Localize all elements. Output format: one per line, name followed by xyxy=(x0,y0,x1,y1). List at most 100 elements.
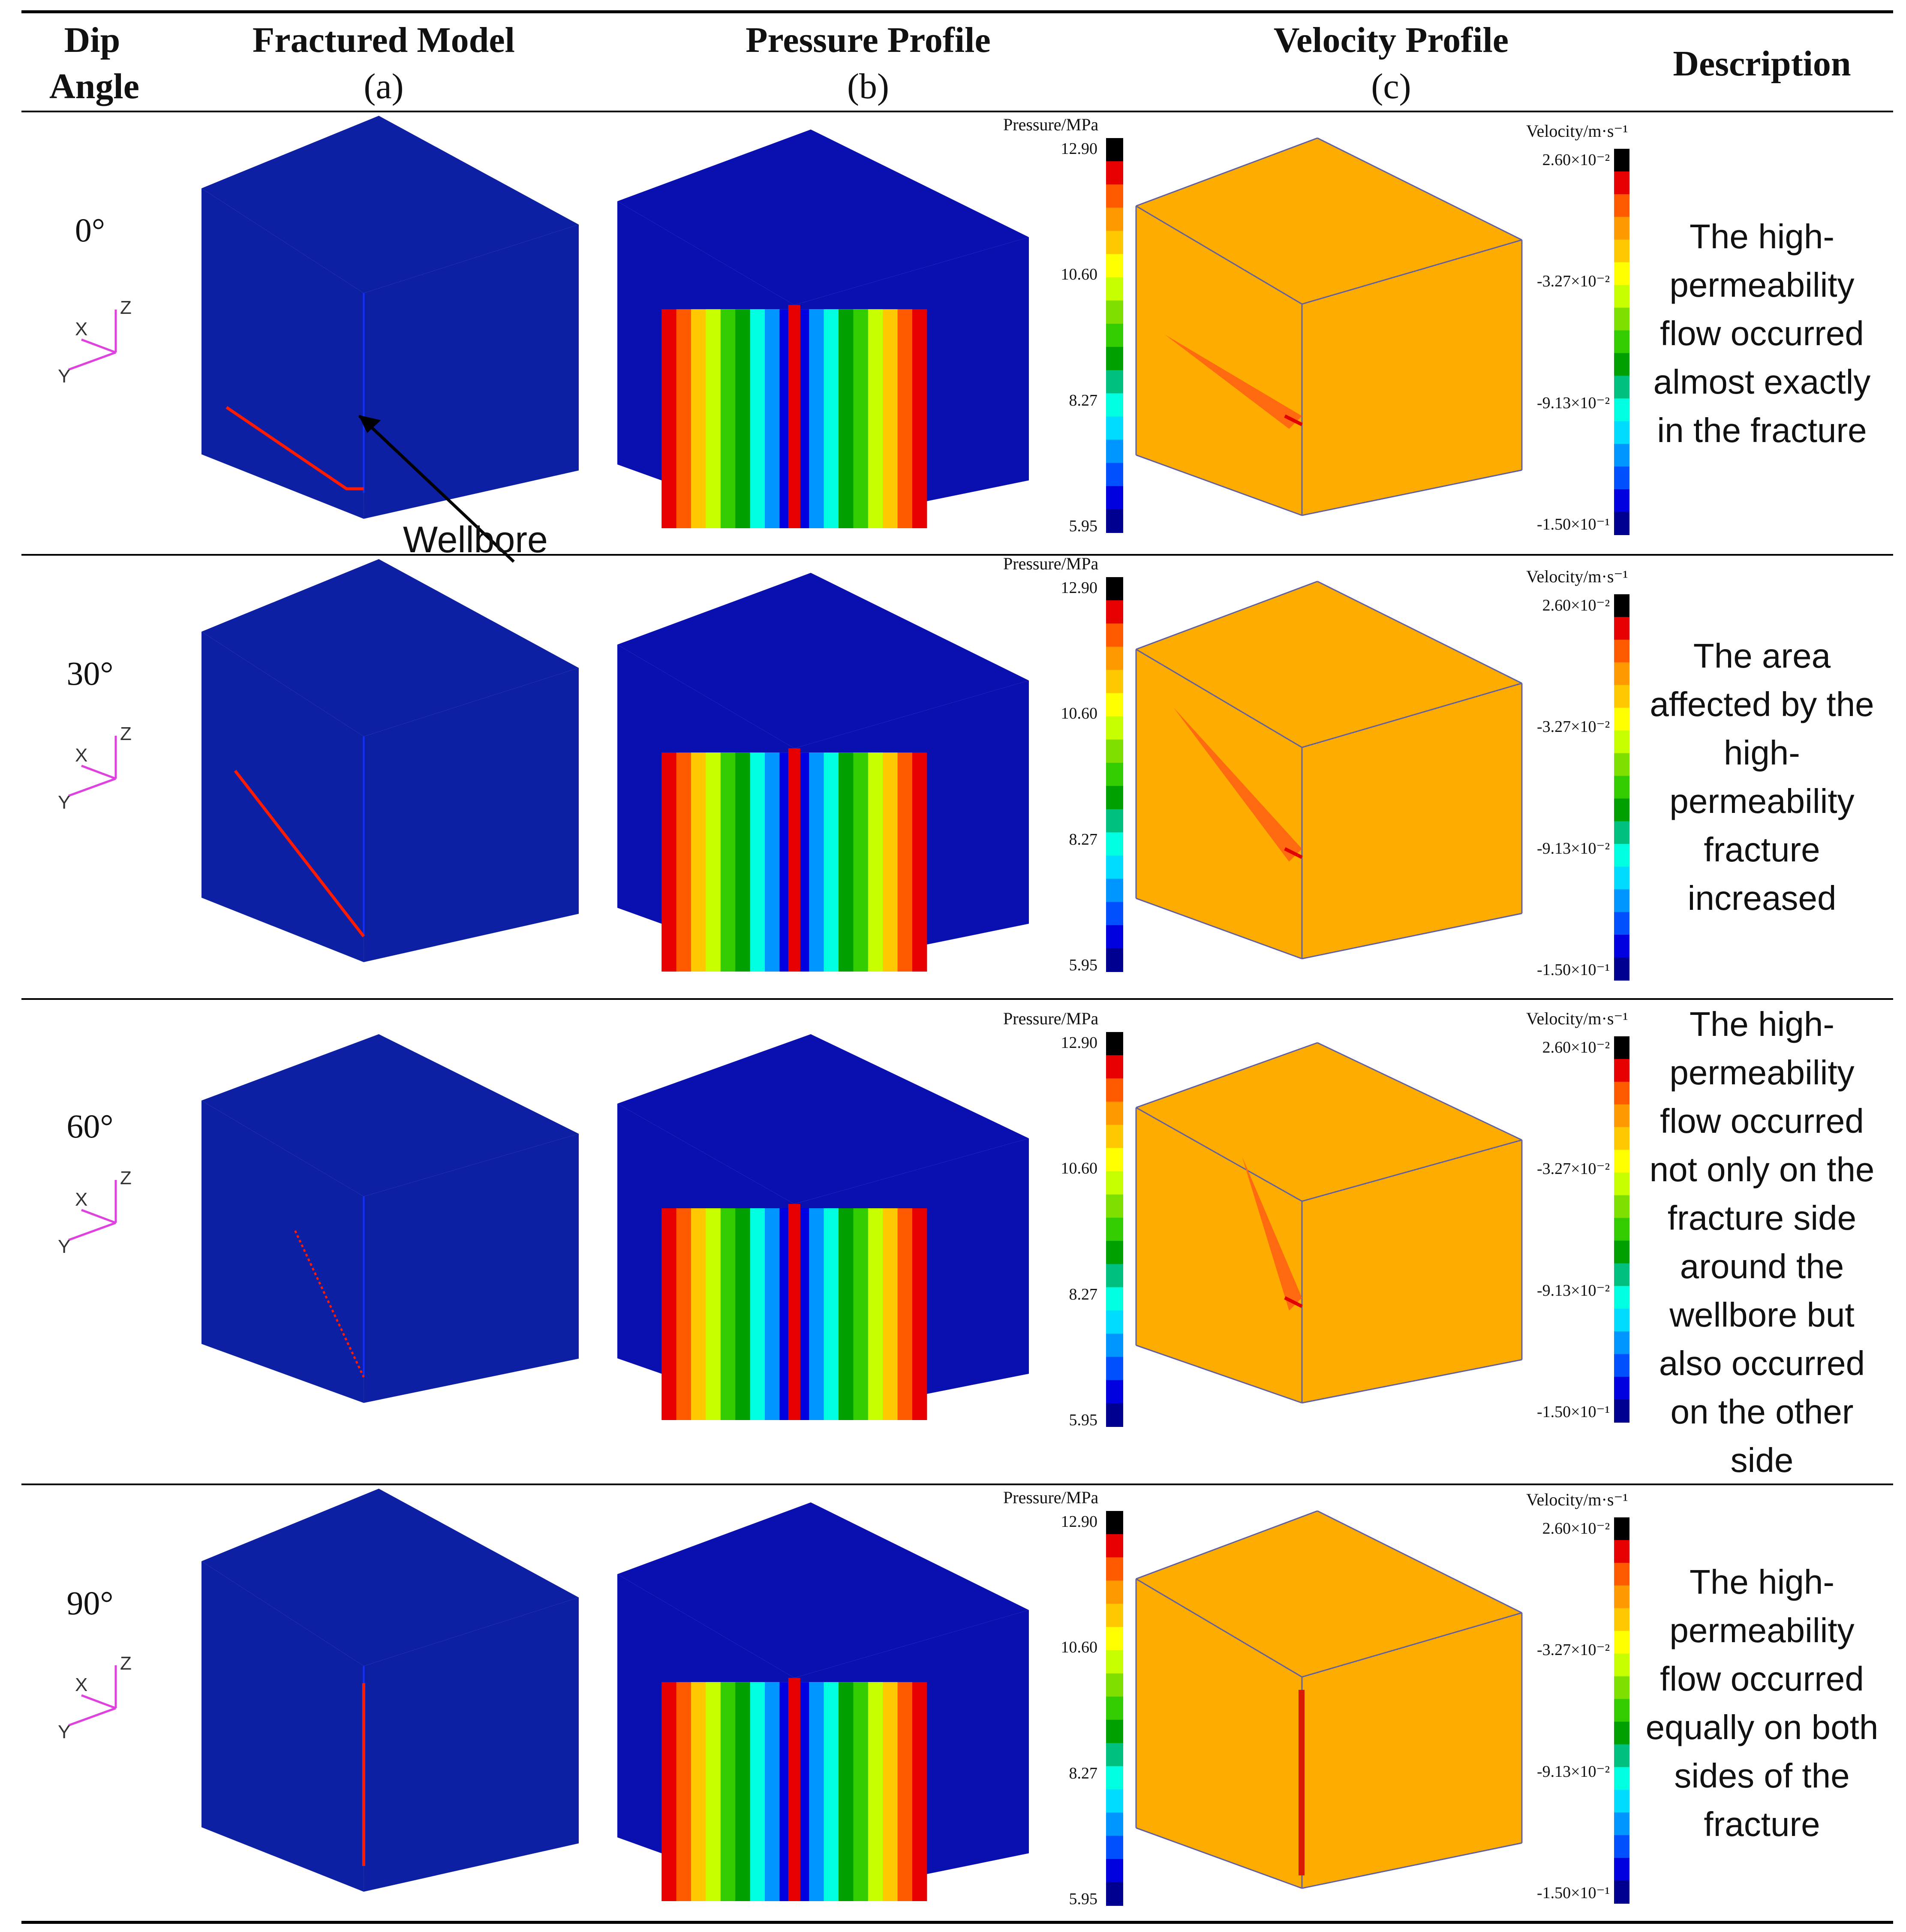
velocity-scale-tick: 2.60×10⁻² xyxy=(1542,596,1610,614)
header-pressure-profile-sub: (b) xyxy=(847,66,889,106)
velocity-cube-edge xyxy=(1136,137,1318,207)
velocity-scale-tick: -1.50×10⁻¹ xyxy=(1536,961,1610,979)
velocity-scale-swatch xyxy=(1614,376,1629,399)
velocity-scale-swatch xyxy=(1614,844,1629,867)
velocity-profile-svg xyxy=(1135,1510,1629,1904)
velocity-cube-left-face xyxy=(1136,1579,1302,1888)
fractured-model-figure xyxy=(184,1000,613,1484)
velocity-scale-swatch xyxy=(1614,1721,1629,1745)
description-line: flow occurred xyxy=(1660,1660,1864,1698)
table-bottom-rule xyxy=(21,1921,1893,1924)
pressure-cube-top-face xyxy=(617,1034,1029,1204)
header-description-text: Description xyxy=(1673,44,1851,84)
velocity-scale-swatch xyxy=(1614,1585,1629,1609)
pressure-scale-tick: 12.90 xyxy=(1061,579,1098,597)
pressure-scale-swatch xyxy=(1106,1032,1123,1056)
pressure-scale-swatch xyxy=(1106,486,1123,510)
velocity-cube-edge xyxy=(1317,137,1522,241)
velocity-scale-swatch xyxy=(1614,466,1629,490)
velocity-scale-swatch xyxy=(1614,1858,1629,1881)
pressure-scale-title: Pressure/MPa xyxy=(1003,1488,1099,1507)
dip-angle-value: 0° xyxy=(75,211,105,249)
axis-x-line xyxy=(81,1209,116,1224)
velocity-hotspot xyxy=(1284,1296,1303,1308)
header-pressure-profile-text: Pressure Profile xyxy=(746,20,991,60)
pressure-scale-tick: 10.60 xyxy=(1061,1159,1098,1178)
velocity-cube-edge xyxy=(1136,454,1302,516)
velocity-scale-swatch xyxy=(1614,1790,1629,1813)
fracture-line xyxy=(294,1230,365,1378)
pressure-scale-swatch xyxy=(1106,1882,1123,1906)
description-line: high- xyxy=(1724,734,1800,772)
pressure-scale-swatch xyxy=(1106,1789,1123,1813)
row-divider xyxy=(21,554,1893,556)
description-line: fracture xyxy=(1704,831,1820,869)
header-pressure-profile: Pressure Profile (b) xyxy=(686,17,1050,110)
pressure-wellbore-peak xyxy=(788,1678,800,1901)
velocity-profile-svg xyxy=(1135,137,1629,535)
velocity-scale-swatch xyxy=(1614,1835,1629,1859)
description-line: The area xyxy=(1693,637,1831,675)
pressure-cube-top-face xyxy=(617,573,1029,749)
velocity-scale-title: Velocity/m·s⁻¹ xyxy=(1526,121,1628,141)
description-line: side xyxy=(1730,1441,1794,1479)
velocity-scale-swatch xyxy=(1614,1699,1629,1722)
pressure-scale-swatch xyxy=(1106,1380,1123,1404)
pressure-scale-tick: 5.95 xyxy=(1069,1890,1098,1908)
pressure-scale-swatch xyxy=(1106,647,1123,671)
velocity-scale-swatch xyxy=(1614,262,1629,286)
velocity-cube-edge xyxy=(1302,239,1522,305)
pressure-scale-swatch xyxy=(1106,1859,1123,1883)
pressure-scale-tick: 12.90 xyxy=(1061,140,1098,158)
velocity-scale-swatch xyxy=(1614,1218,1629,1241)
velocity-hotspot xyxy=(1284,847,1303,859)
velocity-scale-swatch xyxy=(1614,867,1629,890)
velocity-profile-figure xyxy=(1127,112,1642,554)
model-cube-top-face xyxy=(201,1489,579,1666)
axis-x-line xyxy=(81,1694,116,1709)
velocity-scale-swatch xyxy=(1614,1562,1629,1586)
model-cube-left-face xyxy=(201,1100,364,1403)
velocity-cube-edge xyxy=(1136,1827,1302,1889)
description-line: increased xyxy=(1687,879,1837,917)
velocity-cube-edge xyxy=(1136,1345,1302,1404)
description-line: permeability xyxy=(1669,265,1855,304)
pressure-scale-swatch xyxy=(1106,300,1123,324)
model-cube xyxy=(201,1034,579,1403)
fractured-model-svg xyxy=(201,1489,579,1892)
description-line: almost exactly xyxy=(1653,362,1871,401)
header-fractured-model: Fractured Model (a) xyxy=(201,17,566,110)
velocity-scale-tick: -9.13×10⁻² xyxy=(1536,394,1610,412)
pressure-scale-swatch xyxy=(1106,1836,1123,1860)
description-line: permeability xyxy=(1669,782,1855,820)
model-cube-right-face xyxy=(364,224,579,519)
pressure-scale-tick: 5.95 xyxy=(1069,1411,1098,1429)
pressure-scale-swatch xyxy=(1106,161,1123,185)
axis-z-label: Z xyxy=(120,723,132,744)
pressure-scale-swatch xyxy=(1106,1055,1123,1079)
description-line: affected by the xyxy=(1650,685,1874,723)
velocity-profile-svg xyxy=(1135,1036,1629,1423)
pressure-scale-tick: 5.95 xyxy=(1069,956,1098,974)
pressure-scale-swatch xyxy=(1106,184,1123,208)
velocity-scale-tick: -3.27×10⁻² xyxy=(1536,1641,1610,1659)
velocity-scale-swatch xyxy=(1614,1036,1629,1059)
pressure-scale-swatch xyxy=(1106,1604,1123,1628)
fractured-model-svg xyxy=(201,116,579,563)
description-line: The high- xyxy=(1690,1005,1834,1043)
axis-x-line xyxy=(81,764,116,780)
pressure-scale-swatch xyxy=(1106,786,1123,810)
header-rule xyxy=(21,111,1893,112)
pressure-scale-tick: 10.60 xyxy=(1061,1638,1098,1657)
wellbore-arrowhead xyxy=(358,415,381,433)
velocity-scale-swatch xyxy=(1614,489,1629,513)
pressure-scale-swatch xyxy=(1106,739,1123,763)
header-fractured-model-sub: (a) xyxy=(364,66,404,106)
fractured-model-figure xyxy=(184,1485,613,1921)
velocity-scale-title: Velocity/m·s⁻¹ xyxy=(1526,1009,1628,1028)
velocity-scale-tick: 2.60×10⁻² xyxy=(1542,1520,1610,1538)
model-cube xyxy=(201,559,579,962)
